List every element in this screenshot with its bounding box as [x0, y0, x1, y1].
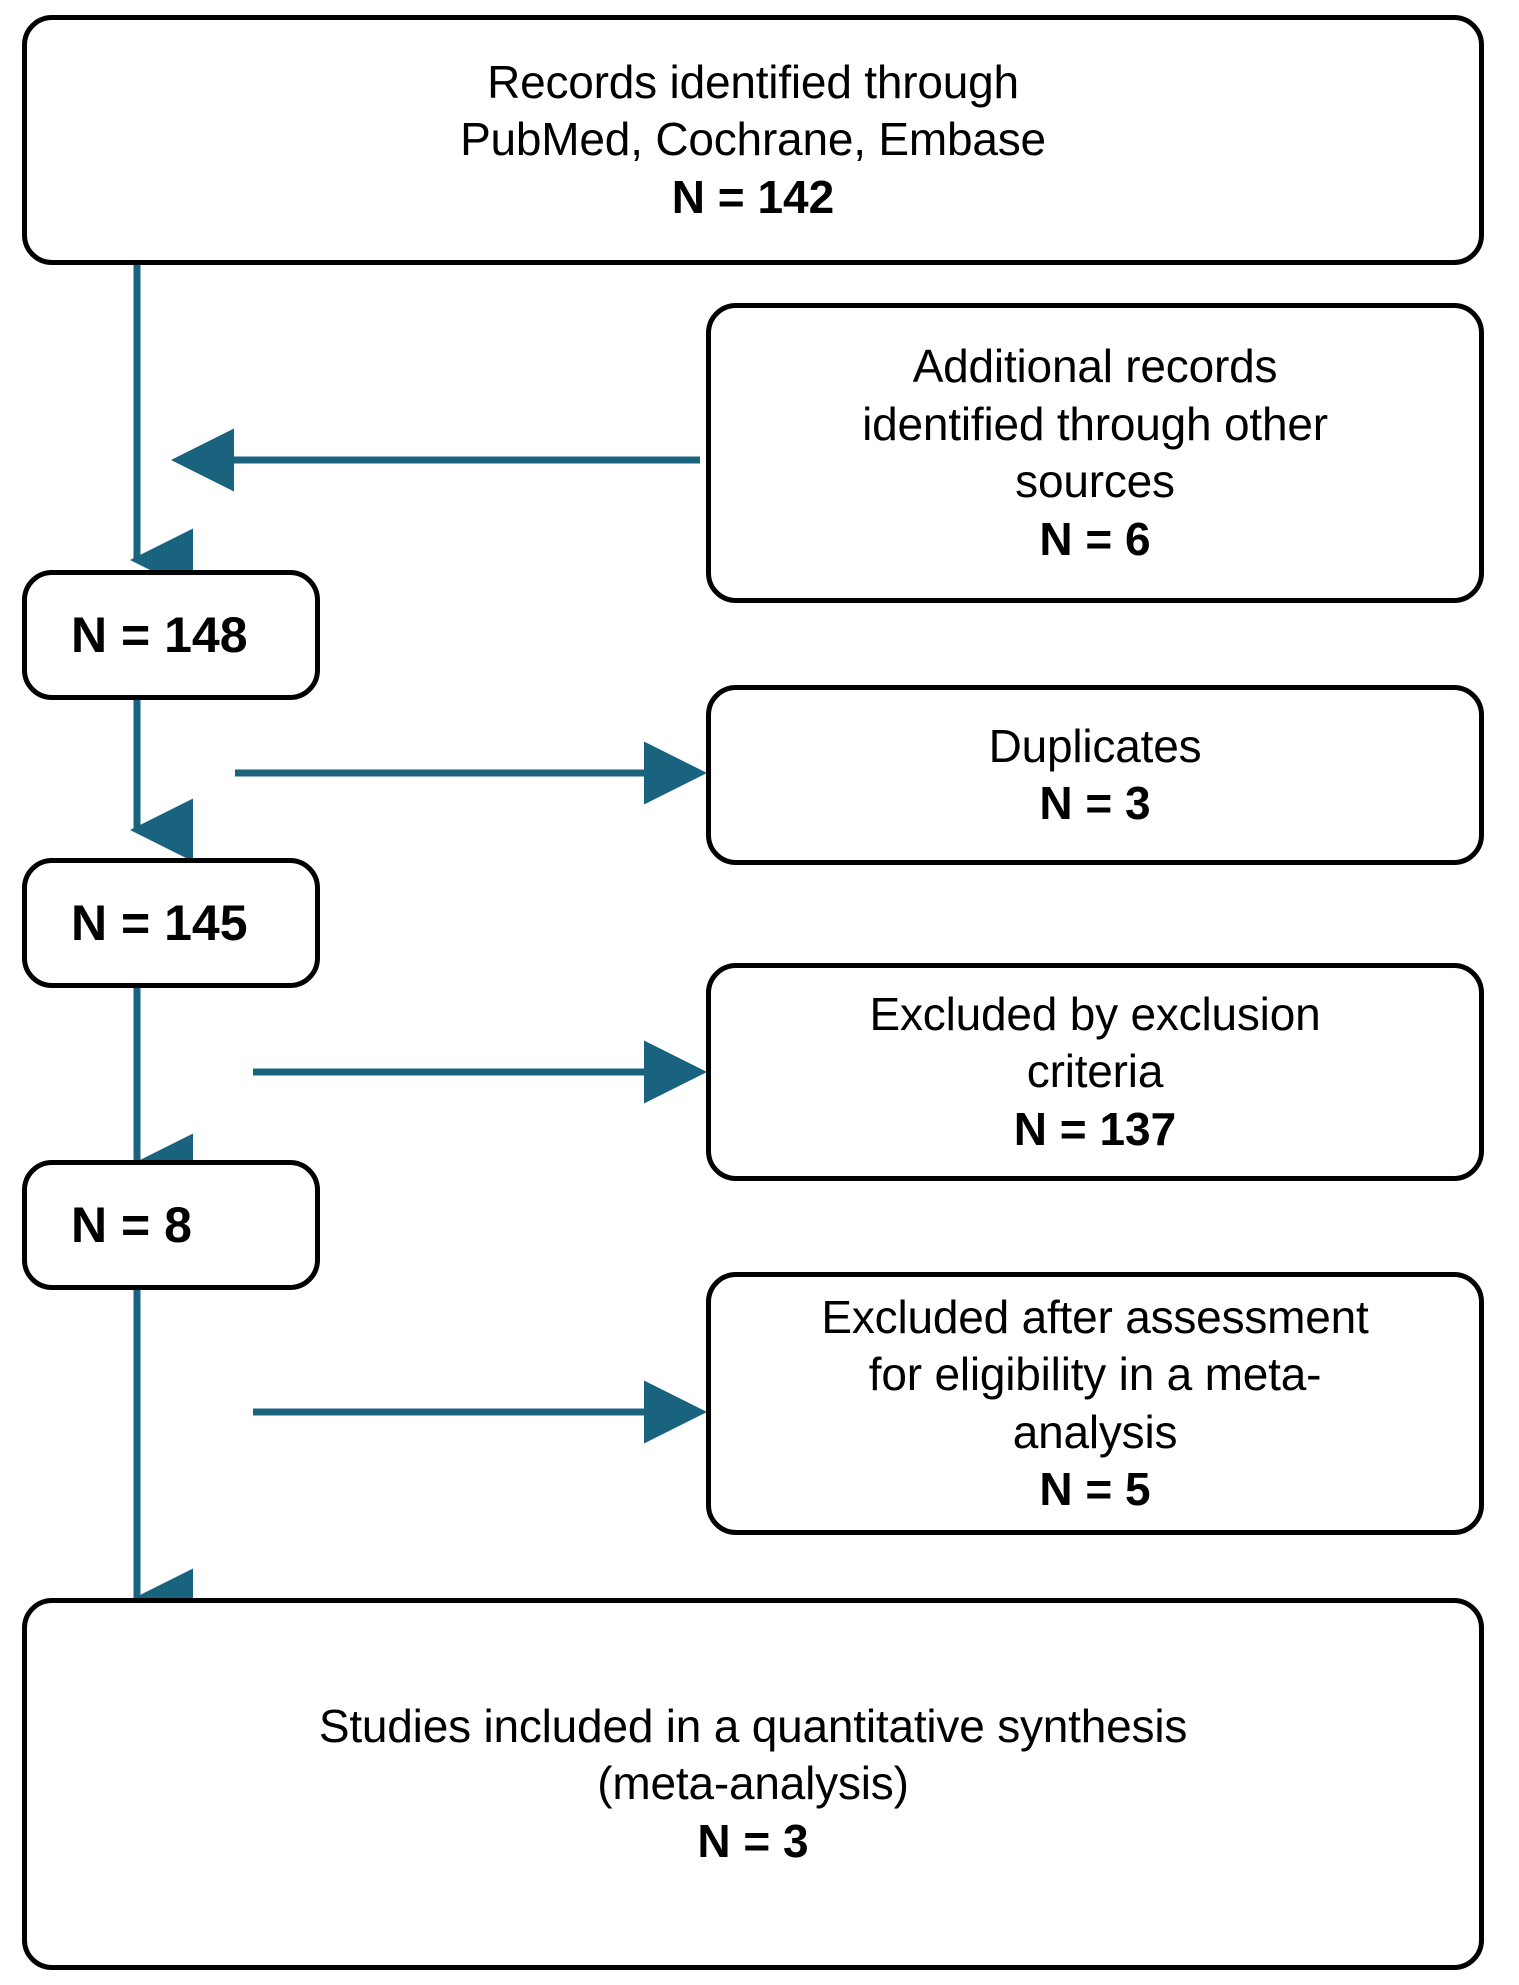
excluded-by-criteria-line-2: criteria — [1026, 1045, 1164, 1098]
additional-records-box[interactable]: Additional records identified through ot… — [706, 303, 1484, 603]
studies-included-box[interactable]: Studies included in a quantitative synth… — [22, 1598, 1484, 1970]
excluded-after-assessment-box[interactable]: Excluded after assessment for eligibilit… — [706, 1272, 1484, 1535]
studies-included-count: N = 3 — [697, 1814, 809, 1867]
records-identified-line-1: Records identified through — [487, 55, 1019, 108]
additional-records-line-2: identified through other — [862, 397, 1328, 450]
studies-included-line-2: (meta-analysis) — [597, 1757, 909, 1810]
excluded-by-criteria-box[interactable]: Excluded by exclusion criteria N = 137 — [706, 963, 1484, 1181]
records-identified-box[interactable]: Records identified through PubMed, Cochr… — [22, 15, 1484, 265]
additional-records-line-3: sources — [1015, 455, 1175, 507]
additional-records-line-1: Additional records — [912, 340, 1278, 392]
excluded-after-assessment-line-1: Excluded after assessment — [821, 1290, 1369, 1343]
total-records-box[interactable]: N = 148 — [22, 570, 320, 700]
studies-included-line-1: Studies included in a quantitative synth… — [318, 1699, 1188, 1752]
records-after-duplicates-box[interactable]: N = 145 — [22, 858, 320, 988]
records-identified-count: N = 142 — [671, 170, 835, 223]
records-identified-line-2: PubMed, Cochrane, Embase — [460, 113, 1046, 166]
excluded-after-assessment-line-2: for eligibility in a meta- — [868, 1348, 1322, 1400]
duplicates-box[interactable]: Duplicates N = 3 — [706, 685, 1484, 865]
excluded-by-criteria-line-1: Excluded by exclusion — [869, 987, 1321, 1040]
records-after-duplicates-count: N = 145 — [71, 894, 248, 951]
records-eligible-count: N = 8 — [71, 1196, 192, 1253]
duplicates-count: N = 3 — [1039, 777, 1151, 829]
additional-records-count: N = 6 — [1039, 512, 1151, 565]
excluded-after-assessment-count: N = 5 — [1039, 1463, 1151, 1515]
excluded-by-criteria-count: N = 137 — [1013, 1102, 1177, 1155]
records-eligible-box[interactable]: N = 8 — [22, 1160, 320, 1290]
duplicates-label: Duplicates — [988, 719, 1202, 772]
excluded-after-assessment-line-3: analysis — [1012, 1405, 1178, 1458]
total-records-count: N = 148 — [71, 606, 248, 663]
